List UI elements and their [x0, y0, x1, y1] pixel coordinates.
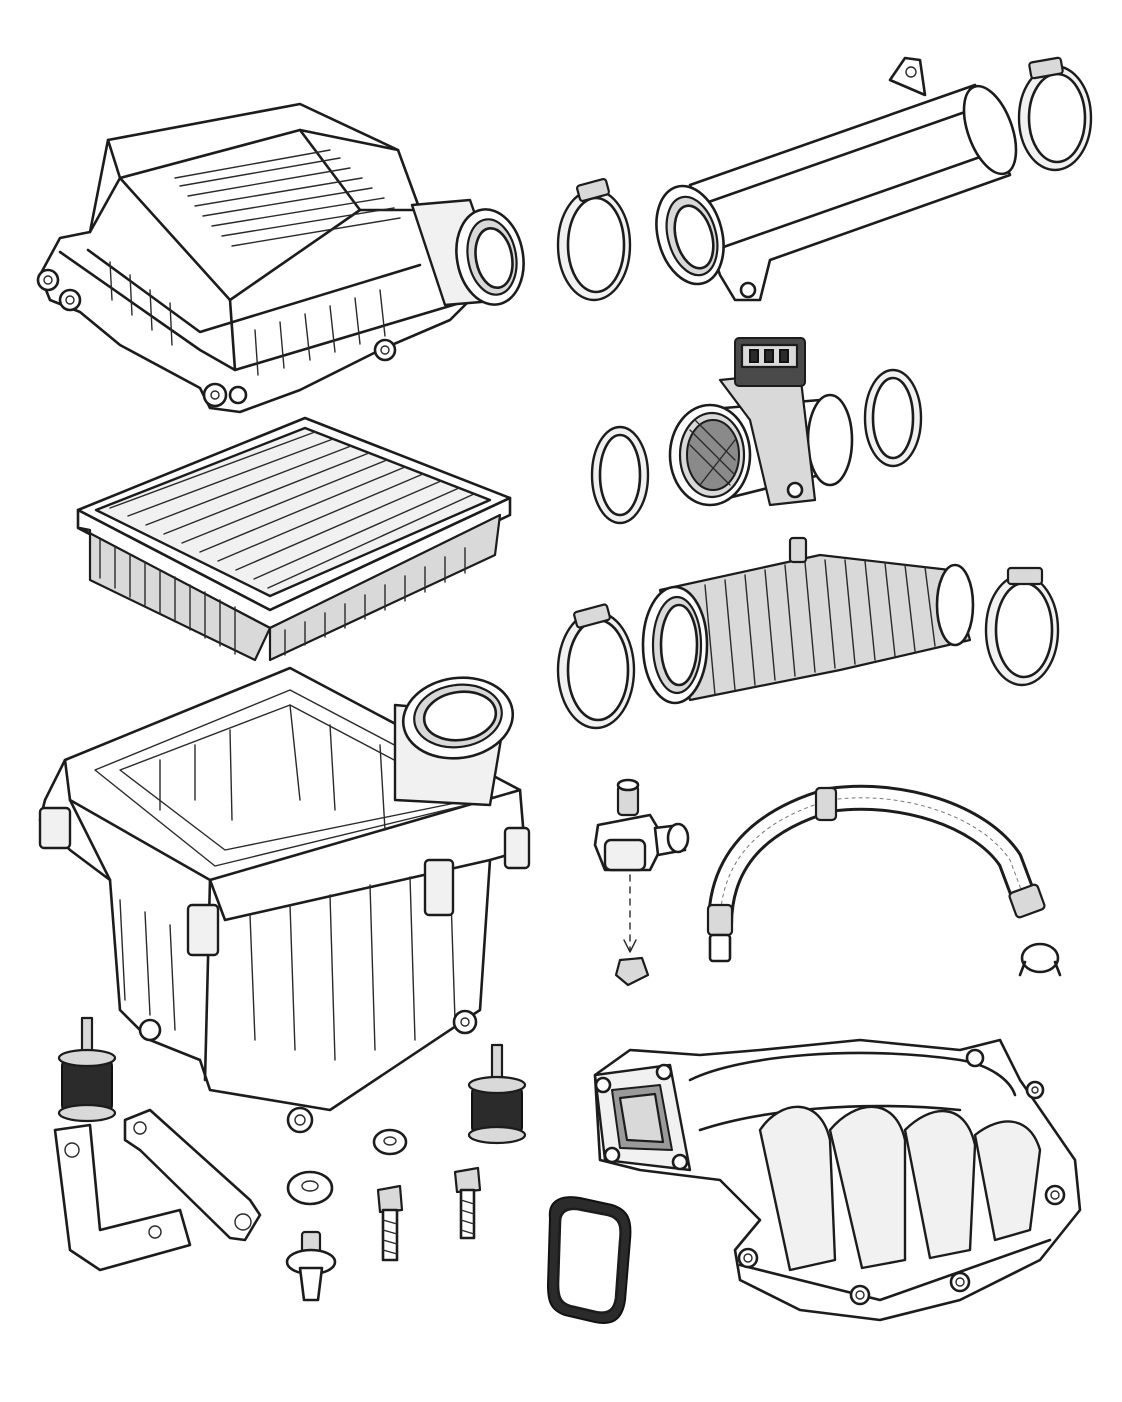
washer	[372, 1128, 408, 1156]
hose-clamp	[556, 603, 636, 730]
panel-air-filter-element	[76, 416, 512, 662]
manifold-gasket	[546, 1196, 632, 1324]
washer	[286, 1170, 334, 1206]
mounting-bracket	[53, 1123, 192, 1272]
hose-clamp	[1017, 56, 1093, 172]
spring-clip	[1018, 942, 1062, 977]
sealing-o-ring	[863, 368, 923, 468]
hose-clamp	[556, 177, 632, 302]
bolt	[453, 1166, 482, 1240]
intake-manifold	[593, 1038, 1082, 1322]
air-filter-housing-lower-box	[38, 666, 531, 1134]
air-filter-housing-cover	[36, 102, 525, 414]
bolt	[376, 1184, 404, 1262]
rubber-mount	[57, 1016, 117, 1123]
vacuum-hose	[706, 784, 1046, 963]
corrugated-intake-hose	[641, 536, 975, 705]
rubber-mount	[467, 1043, 527, 1145]
sealing-o-ring	[590, 425, 650, 525]
mounting-bracket	[123, 1108, 262, 1242]
hose-clamp	[984, 566, 1060, 687]
push-pin-fastener	[285, 1230, 337, 1302]
check-valve	[593, 778, 690, 987]
mass-airflow-sensor	[668, 337, 854, 507]
intake-tube	[655, 56, 1018, 302]
